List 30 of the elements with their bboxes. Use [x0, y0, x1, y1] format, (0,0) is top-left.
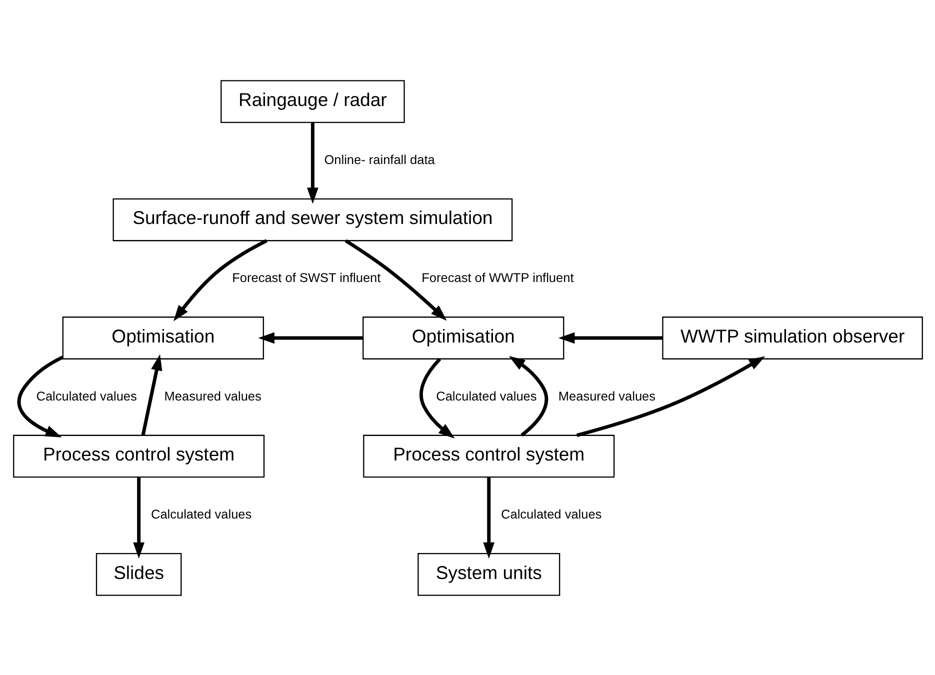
node-box: Process control system	[12, 434, 264, 478]
node-box: Slides	[95, 552, 182, 596]
edge-label: Measured values	[558, 388, 656, 403]
node-box: Raingauge / radar	[220, 80, 404, 122]
edge-label: Calculated values	[500, 506, 602, 522]
arrow	[132, 477, 144, 558]
node-box: Optimisation	[62, 316, 264, 359]
arrow	[306, 122, 318, 204]
edge-label: Calculated values	[150, 506, 252, 522]
arrow	[508, 356, 548, 436]
node-box: Process control system	[362, 434, 614, 478]
edge-label: Online- rainfall data	[324, 151, 434, 166]
arrow	[558, 332, 662, 344]
arrow	[344, 238, 446, 320]
arrow	[482, 477, 494, 558]
node-box: Optimisation	[362, 316, 564, 359]
arrow	[576, 356, 765, 436]
arrow	[419, 357, 454, 438]
edge-label: Calculated values	[436, 388, 536, 403]
arrow	[258, 332, 362, 344]
edge-label: Forecast of SWST influent	[232, 270, 380, 285]
edge-label: Measured values	[164, 388, 261, 403]
arrow	[16, 355, 64, 437]
arrow	[172, 238, 267, 321]
arrow	[140, 354, 162, 435]
node-box: WWTP simulation observer	[662, 316, 922, 359]
edge-label: Calculated values	[36, 388, 136, 403]
edge-label: Forecast of WWTP influent	[421, 270, 574, 285]
node-box: System units	[417, 552, 560, 596]
node-box: Surface-runoff and sewer system simulation	[112, 198, 512, 241]
